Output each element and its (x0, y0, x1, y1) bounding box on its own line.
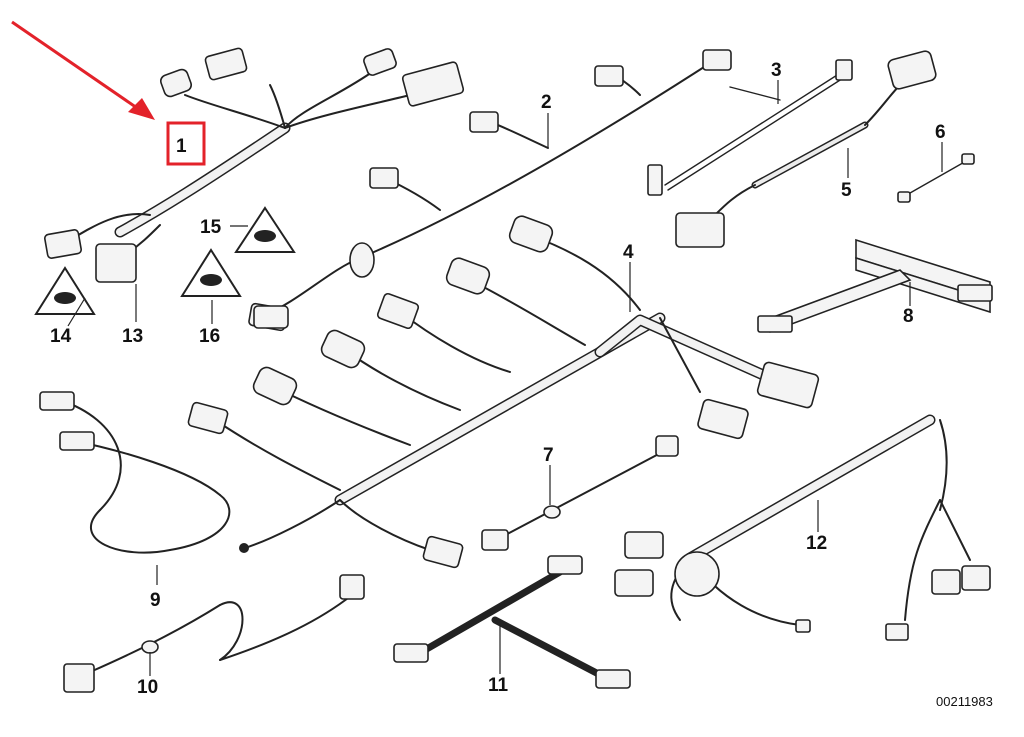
label-part-7: 7 (543, 445, 554, 466)
warning-triangle-15[interactable] (234, 206, 296, 253)
harness-part-6[interactable] (897, 153, 975, 203)
label-part-11: 11 (488, 675, 509, 696)
label-part-16: 16 (199, 326, 220, 347)
harness-part-3[interactable] (647, 59, 853, 196)
label-part-3: 3 (771, 60, 782, 81)
harness-part-8[interactable] (757, 238, 993, 333)
label-part-12: 12 (806, 533, 827, 554)
label-part-6: 6 (935, 122, 946, 143)
label-part-14: 14 (50, 326, 72, 347)
diagram-code: 00211983 (936, 694, 993, 709)
label-part-2: 2 (541, 92, 552, 113)
label-part-9: 9 (150, 590, 161, 611)
harness-part-11[interactable] (393, 555, 631, 689)
label-part-13: 13 (122, 326, 143, 347)
harness-part-1[interactable] (44, 47, 465, 283)
warning-triangle-14[interactable] (34, 266, 96, 315)
red-arrow-icon (11, 20, 155, 120)
harness-part-9[interactable] (39, 391, 231, 554)
leader-lines (67, 80, 943, 676)
highlight-box (166, 121, 206, 166)
tag-16[interactable] (253, 305, 289, 329)
label-part-15: 15 (200, 217, 222, 238)
label-part-1: 1 (176, 136, 187, 157)
label-part-5: 5 (841, 180, 852, 201)
harness-part-5[interactable] (675, 50, 937, 248)
label-part-10: 10 (137, 677, 158, 698)
harness-part-7[interactable] (481, 435, 679, 551)
warning-triangle-16[interactable] (180, 248, 242, 297)
harness-part-4[interactable] (187, 214, 820, 569)
harness-part-10[interactable] (63, 574, 365, 693)
harness-part-12[interactable] (614, 414, 991, 641)
label-part-8: 8 (903, 306, 914, 327)
label-part-4: 4 (623, 242, 634, 263)
